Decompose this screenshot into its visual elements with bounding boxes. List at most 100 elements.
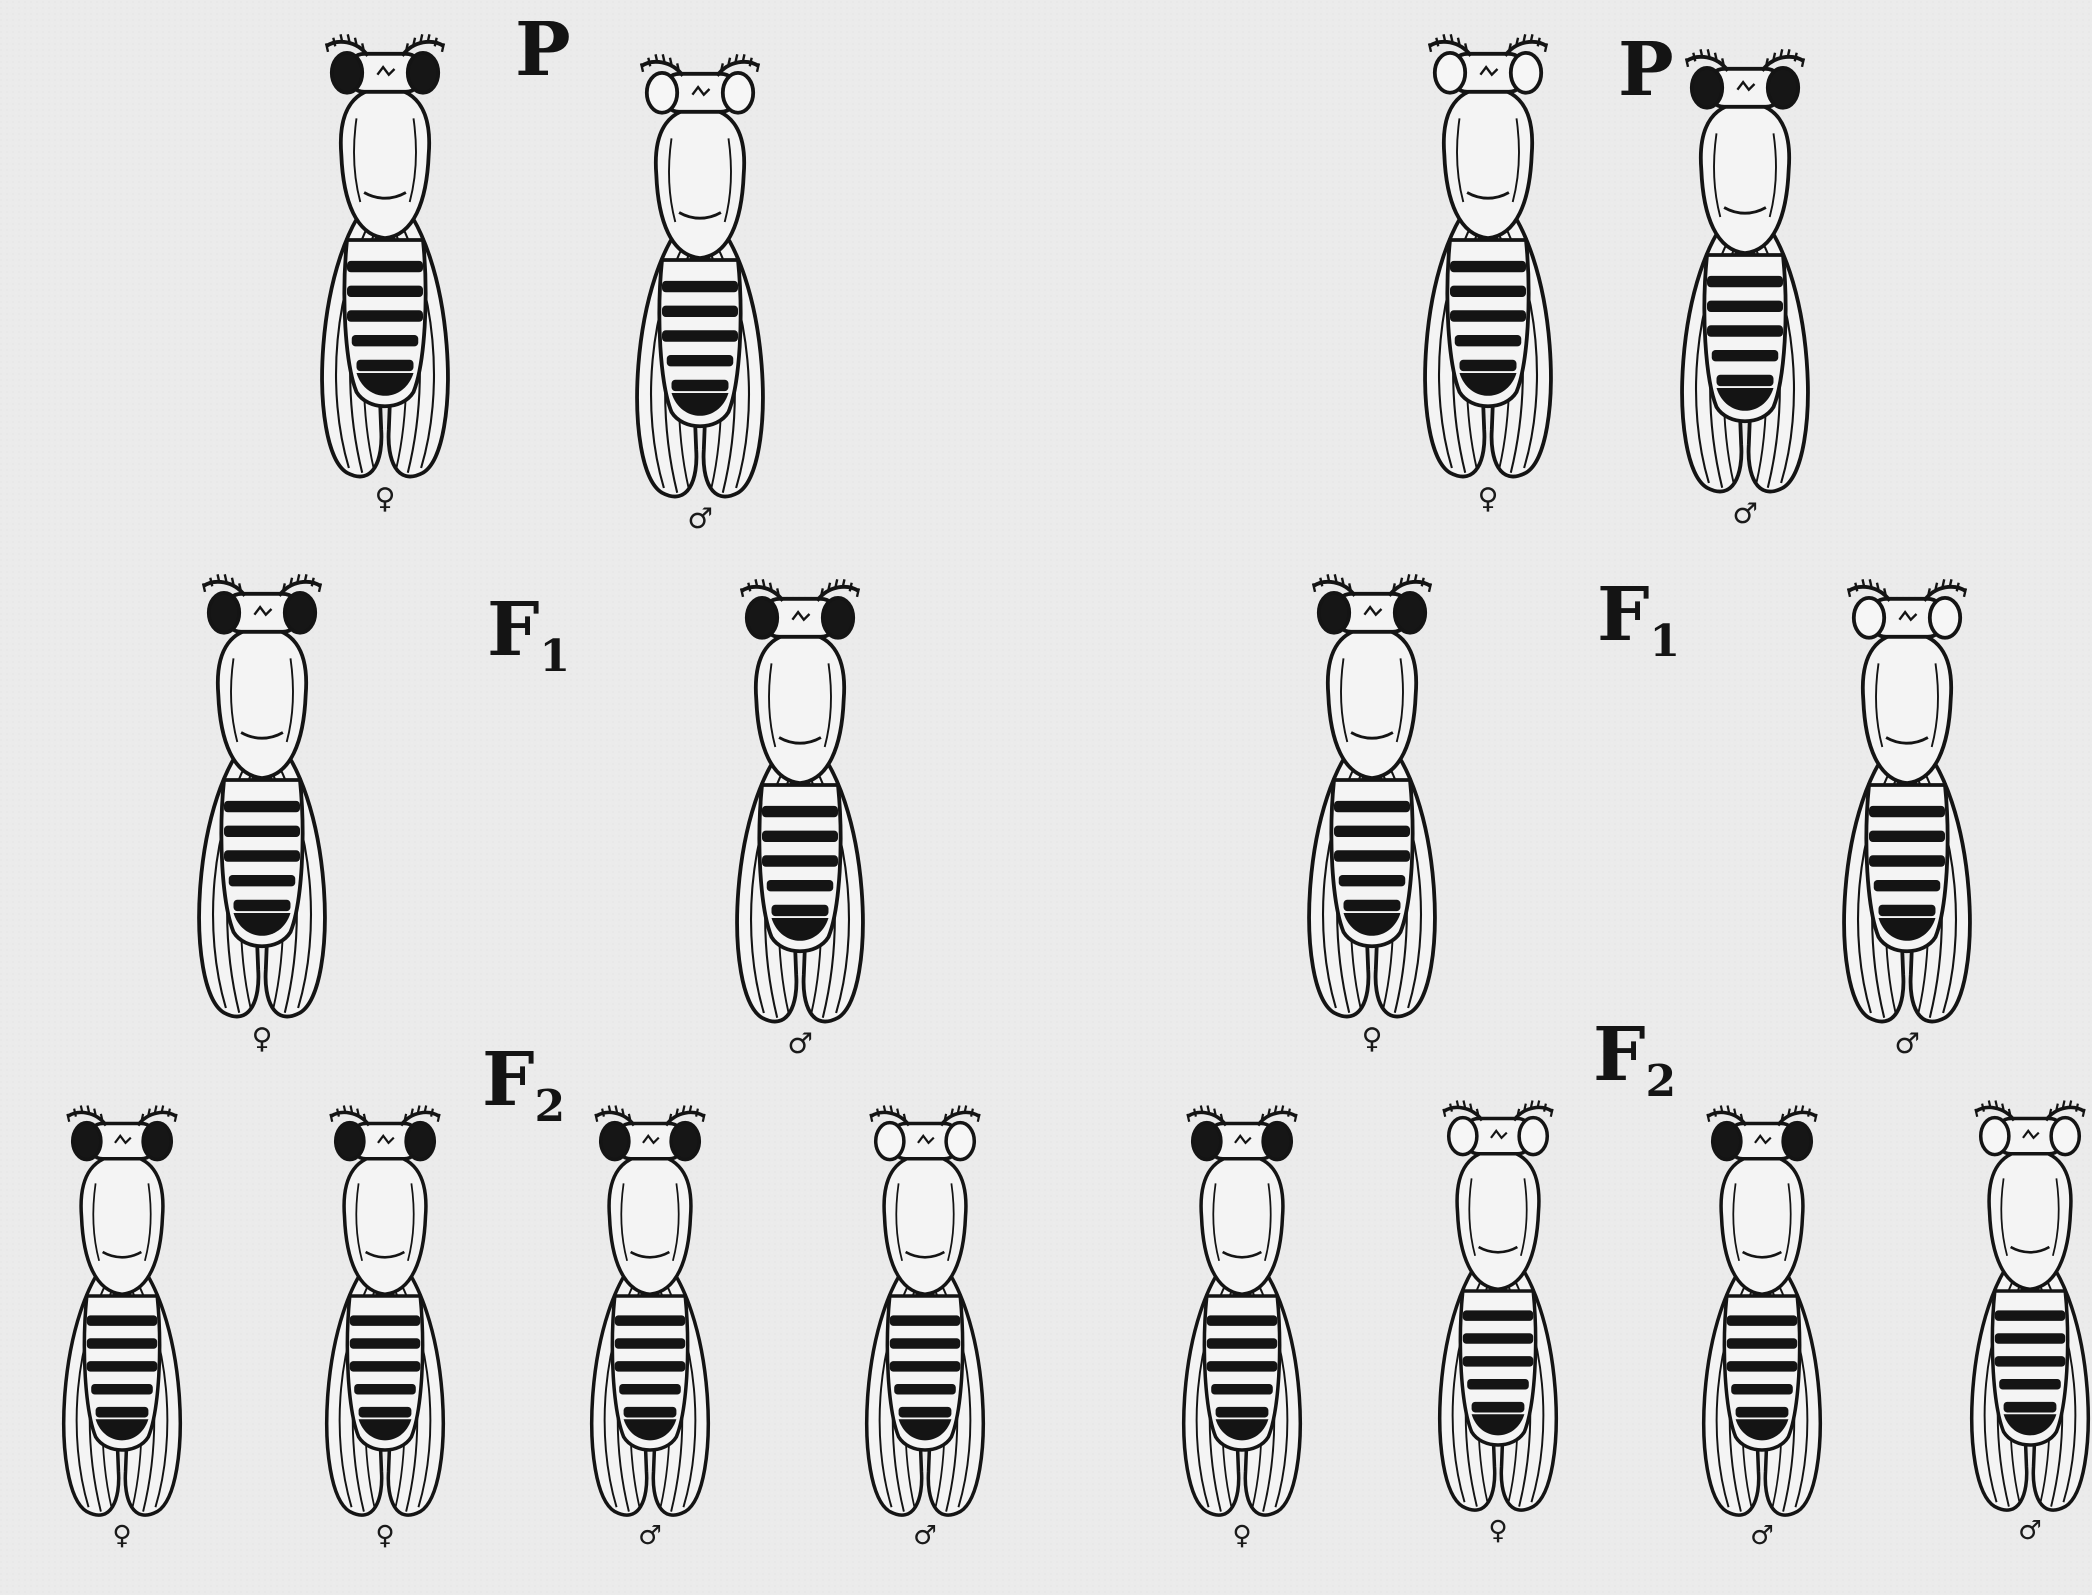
sex-symbol: ♀ xyxy=(252,1022,273,1055)
right-eye xyxy=(723,73,753,113)
right-eye xyxy=(946,1123,974,1160)
abdomen-stripe xyxy=(1334,801,1410,812)
sex-symbol: ♀ xyxy=(375,1520,394,1551)
left-eye xyxy=(1854,598,1884,638)
sex-symbol: ♀ xyxy=(112,1520,131,1551)
sex-symbol: ♀ xyxy=(1232,1520,1251,1551)
abdomen-stripe xyxy=(1874,880,1941,891)
abdomen-stripe xyxy=(890,1315,960,1326)
fly-abdomen xyxy=(344,240,425,406)
abdomen-stripe xyxy=(1334,826,1410,837)
right-eye xyxy=(1519,1118,1547,1155)
sex-symbol: ♂ xyxy=(1894,1027,1920,1060)
abdomen-stripe xyxy=(1995,1356,2065,1367)
right-eye xyxy=(671,1123,699,1160)
sex-symbol: ♀ xyxy=(1362,1022,1383,1055)
abdomen-stripe xyxy=(87,1315,157,1326)
abdomen-stripe xyxy=(1869,831,1945,842)
abdomen-stripe xyxy=(1727,1338,1797,1349)
fly-abdomen xyxy=(612,1296,687,1450)
right-eye xyxy=(408,53,438,93)
abdomen-stripe xyxy=(1207,1361,1277,1372)
right-eye xyxy=(406,1123,434,1160)
sex-symbol: ♂ xyxy=(787,1027,813,1060)
sex-symbol: ♂ xyxy=(638,1520,662,1551)
abdomen-stripe xyxy=(1216,1407,1269,1418)
abdomen-stripe xyxy=(1879,905,1936,916)
left-eye xyxy=(1981,1118,2009,1155)
abdomen-stripe xyxy=(1869,855,1945,866)
fly-abdomen xyxy=(221,780,302,946)
left-eye xyxy=(1449,1118,1477,1155)
fly-abdomen xyxy=(347,1296,422,1450)
right-eye xyxy=(1511,53,1541,93)
fly-abdomen xyxy=(1460,1291,1535,1445)
left-eye xyxy=(332,53,362,93)
sex-symbol: ♀ xyxy=(1478,482,1499,515)
abdomen-stripe xyxy=(1455,335,1522,346)
abdomen-stripe xyxy=(87,1361,157,1372)
abdomen-stripe xyxy=(890,1361,960,1372)
abdomen-stripe xyxy=(672,380,729,391)
left-eye xyxy=(1319,593,1349,633)
abdomen-stripe xyxy=(350,1315,420,1326)
abdomen-stripe xyxy=(224,826,300,837)
sex-symbol: ♂ xyxy=(2018,1515,2042,1546)
abdomen-stripe xyxy=(1207,1338,1277,1349)
sex-symbol: ♂ xyxy=(1732,497,1758,530)
fly-abdomen xyxy=(1331,780,1412,946)
abdomen-stripe xyxy=(1450,286,1526,297)
abdomen-stripe xyxy=(347,286,423,297)
abdomen-stripe xyxy=(357,360,414,371)
fly-abdomen xyxy=(887,1296,962,1450)
sex-symbol: ♂ xyxy=(687,502,713,535)
fly-abdomen xyxy=(1447,240,1528,406)
abdomen-stripe xyxy=(224,801,300,812)
fly-abdomen xyxy=(659,260,740,426)
abdomen-stripe xyxy=(890,1338,960,1349)
left-eye xyxy=(1713,1123,1741,1160)
abdomen-stripe xyxy=(1334,850,1410,861)
abdomen-stripe xyxy=(1736,1407,1789,1418)
right-eye xyxy=(1768,68,1798,108)
abdomen-stripe xyxy=(762,806,838,817)
right-eye xyxy=(143,1123,171,1160)
left-eye xyxy=(209,593,239,633)
abdomen-stripe xyxy=(347,310,423,321)
abdomen-stripe xyxy=(1707,301,1783,312)
abdomen-stripe xyxy=(229,875,296,886)
label-right-P: P xyxy=(1618,27,1674,113)
right-eye xyxy=(285,593,315,633)
right-eye xyxy=(1783,1123,1811,1160)
abdomen-stripe xyxy=(1999,1379,2061,1390)
abdomen-stripe xyxy=(662,330,738,341)
abdomen-stripe xyxy=(234,900,291,911)
abdomen-stripe xyxy=(624,1407,677,1418)
abdomen-stripe xyxy=(767,880,834,891)
abdomen-stripe xyxy=(1995,1333,2065,1344)
fly-abdomen xyxy=(1992,1291,2067,1445)
abdomen-stripe xyxy=(91,1384,153,1395)
abdomen-stripe xyxy=(899,1407,952,1418)
abdomen-stripe xyxy=(2004,1402,2057,1413)
abdomen-stripe xyxy=(619,1384,681,1395)
left-eye xyxy=(1692,68,1722,108)
fly-abdomen xyxy=(1704,255,1785,421)
fly-abdomen xyxy=(1724,1296,1799,1450)
abdomen-stripe xyxy=(615,1315,685,1326)
abdomen-stripe xyxy=(894,1384,956,1395)
right-eye xyxy=(2051,1118,2079,1155)
left-eye xyxy=(876,1123,904,1160)
abdomen-stripe xyxy=(1211,1384,1273,1395)
abdomen-stripe xyxy=(1727,1315,1797,1326)
abdomen-stripe xyxy=(347,261,423,272)
left-eye xyxy=(1193,1123,1221,1160)
label-left-P: P xyxy=(515,7,571,93)
abdomen-stripe xyxy=(762,855,838,866)
abdomen-stripe xyxy=(1463,1356,1533,1367)
abdomen-stripe xyxy=(1467,1379,1529,1390)
left-eye xyxy=(647,73,677,113)
fly-abdomen xyxy=(759,785,840,951)
abdomen-stripe xyxy=(1460,360,1517,371)
